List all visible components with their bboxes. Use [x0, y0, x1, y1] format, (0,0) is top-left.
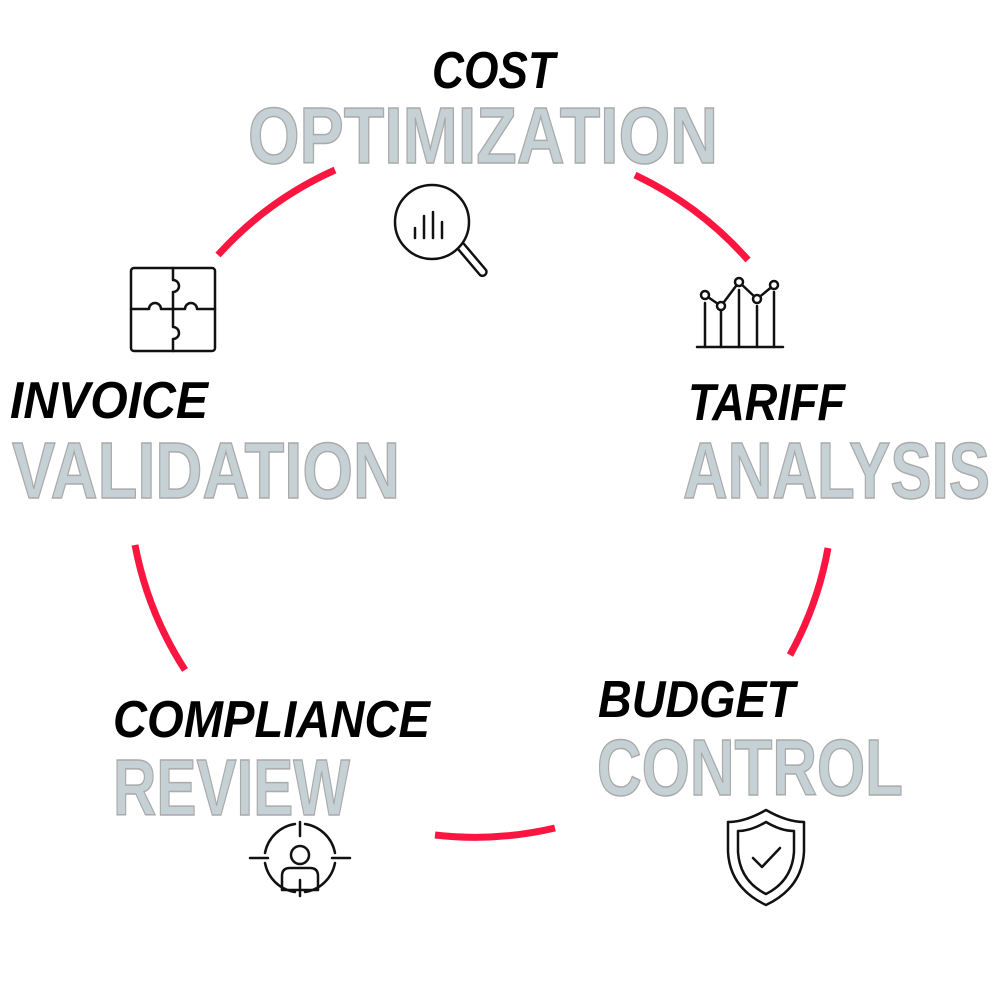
shield-check-icon: [726, 808, 806, 907]
stage-label: CONTROL: [597, 723, 903, 812]
line-bar-chart-icon: [695, 276, 785, 349]
stage-invoice-validation: INVOICE VALIDATION: [10, 266, 401, 516]
stage-keyword: COST: [432, 42, 559, 100]
stage-label: VALIDATION: [12, 426, 400, 515]
arc-budget-to-compliance: [434, 824, 556, 841]
arc-invoice-to-cost: [215, 166, 337, 258]
stage-label: REVIEW: [113, 743, 350, 832]
stage-label: OPTIMIZATION: [248, 91, 718, 180]
arc-compliance-to-invoice: [131, 544, 188, 672]
puzzle-icon: [129, 266, 217, 353]
stage-label: ANALYSIS: [683, 426, 990, 515]
stage-keyword: COMPLIANCE: [113, 691, 431, 749]
cycle-arcs: [131, 166, 832, 841]
target-person-icon: [248, 820, 352, 898]
magnifier-chart-icon: [393, 183, 488, 278]
stage-cost-optimization: COST OPTIMIZATION: [247, 42, 719, 278]
stage-keyword: TARIFF: [688, 374, 846, 432]
stage-budget-control: BUDGET CONTROL: [596, 671, 904, 907]
arc-tariff-to-budget: [786, 547, 832, 657]
stage-keyword: BUDGET: [598, 671, 799, 729]
stage-tariff-analysis: TARIFF ANALYSIS: [682, 276, 991, 516]
stage-keyword: INVOICE: [10, 372, 209, 430]
stage-compliance-review: COMPLIANCE REVIEW: [112, 691, 431, 898]
arc-cost-to-tariff: [633, 171, 751, 263]
